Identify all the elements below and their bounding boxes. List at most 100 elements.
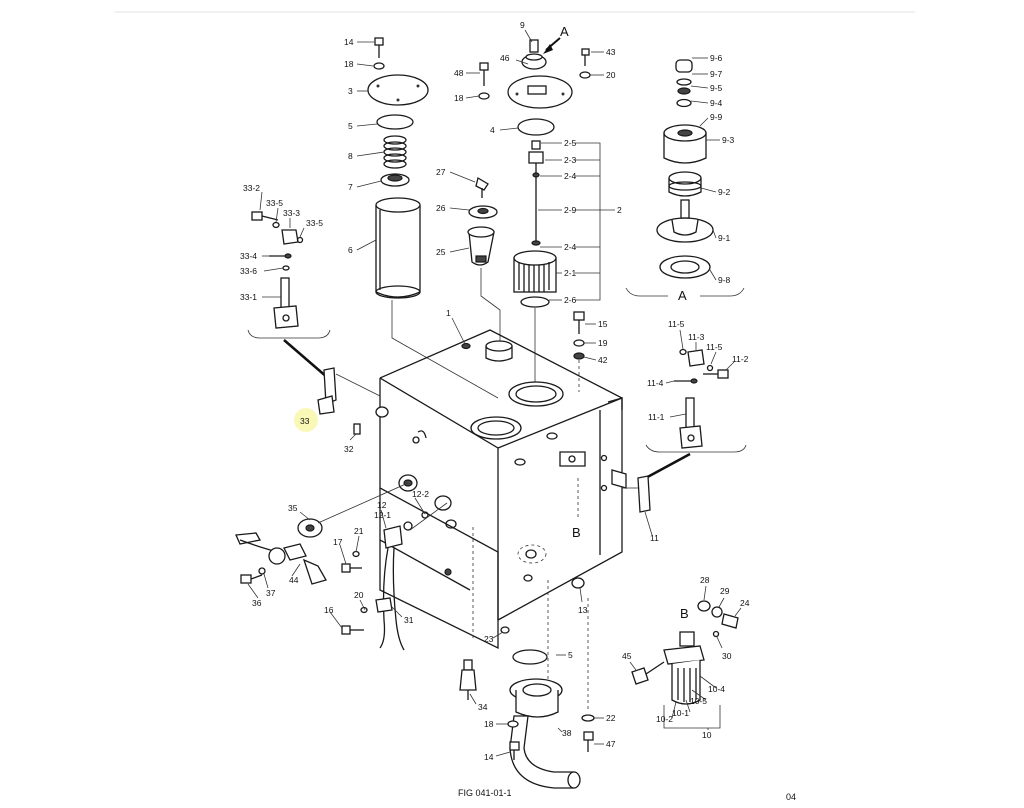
callout-11-2: 11-2 bbox=[732, 354, 749, 364]
callout-5: 5 bbox=[348, 121, 353, 131]
callout-10-4: 10-4 bbox=[708, 684, 725, 694]
filter-cover-assembly bbox=[367, 37, 499, 399]
callout-12-1: 12-1 bbox=[374, 510, 391, 520]
callout-34: 34 bbox=[478, 702, 488, 712]
callout-33-1: 33-1 bbox=[240, 292, 257, 302]
detail-a-label: A bbox=[678, 288, 687, 303]
callout-10-2: 10-2 bbox=[656, 714, 673, 724]
callout-10-1: 10-1 bbox=[672, 708, 689, 718]
callout-33-6: 33-6 bbox=[240, 266, 257, 276]
callout-13: 13 bbox=[578, 605, 588, 615]
callout-11-4: 11-4 bbox=[647, 378, 664, 388]
callout-7: 7 bbox=[348, 182, 353, 192]
callout-2-3: 2-3 bbox=[564, 155, 577, 165]
callout-9-4: 9-4 bbox=[710, 98, 723, 108]
callout-33-2: 33-2 bbox=[243, 183, 260, 193]
callout-17: 17 bbox=[333, 537, 343, 547]
callout-47: 47 bbox=[606, 739, 616, 749]
callout-18c: 18 bbox=[484, 719, 494, 729]
detail-b-filter bbox=[631, 600, 739, 729]
callout-33-3: 33-3 bbox=[283, 208, 300, 218]
detail-b-label: B bbox=[680, 606, 689, 621]
figure-label: FIG 041-01-1 bbox=[458, 788, 512, 798]
callout-35: 35 bbox=[288, 503, 298, 513]
callout-31: 31 bbox=[404, 615, 414, 625]
callout-33-5b: 33-5 bbox=[306, 218, 323, 228]
callout-9-2: 9-2 bbox=[718, 187, 731, 197]
callout-9: 9 bbox=[520, 20, 525, 30]
callout-1: 1 bbox=[446, 308, 451, 318]
callout-22: 22 bbox=[606, 713, 616, 723]
callout-8: 8 bbox=[348, 151, 353, 161]
level-switch-wiring bbox=[235, 482, 448, 651]
callout-15: 15 bbox=[598, 319, 608, 329]
level-gauge-parts bbox=[467, 176, 501, 344]
callout-9-6: 9-6 bbox=[710, 53, 723, 63]
callout-10: 10 bbox=[702, 730, 712, 740]
callout-5b: 5 bbox=[568, 650, 573, 660]
callout-2-4b: 2-4 bbox=[564, 242, 577, 252]
callout-2-4: 2-4 bbox=[564, 171, 577, 181]
callout-44: 44 bbox=[289, 575, 299, 585]
callout-18: 18 bbox=[344, 59, 354, 69]
callout-33: 33 bbox=[300, 416, 310, 426]
callout-14b: 14 bbox=[484, 752, 494, 762]
callout-6: 6 bbox=[348, 245, 353, 255]
callout-19: 19 bbox=[598, 338, 608, 348]
callout-12: 12 bbox=[377, 500, 387, 510]
callout-48: 48 bbox=[454, 68, 464, 78]
breather-cap-assembly bbox=[478, 37, 615, 390]
callout-2-9: 2-9 bbox=[564, 205, 577, 215]
callout-45: 45 bbox=[622, 651, 632, 661]
callout-2-1: 2-1 bbox=[564, 268, 577, 278]
callout-23: 23 bbox=[484, 634, 494, 644]
detail-a-breather bbox=[625, 59, 745, 297]
callout-2-5: 2-5 bbox=[564, 138, 577, 148]
callout-10-5: 10-5 bbox=[690, 696, 707, 706]
callout-26: 26 bbox=[436, 203, 446, 213]
callout-3: 3 bbox=[348, 86, 353, 96]
callout-11-5: 11-5 bbox=[668, 319, 685, 329]
callout-37: 37 bbox=[266, 588, 276, 598]
callout-11-3: 11-3 bbox=[688, 332, 705, 342]
callout-9-5: 9-5 bbox=[710, 83, 723, 93]
callout-14: 14 bbox=[344, 37, 354, 47]
suction-pipe-assembly bbox=[459, 626, 595, 789]
detail-33-fitting bbox=[247, 211, 331, 379]
callout-labels: 14 18 3 5 8 7 6 9 A 43 20 46 48 18 4 2-5… bbox=[240, 20, 750, 762]
callout-20: 20 bbox=[606, 70, 616, 80]
detail-b-ref-label: B bbox=[572, 525, 581, 540]
callout-28: 28 bbox=[700, 575, 710, 585]
view-a-arrow-label: A bbox=[560, 24, 569, 39]
callout-29: 29 bbox=[720, 586, 730, 596]
callout-20b: 20 bbox=[354, 590, 364, 600]
callout-43: 43 bbox=[606, 47, 616, 57]
callout-4: 4 bbox=[490, 125, 495, 135]
callout-46: 46 bbox=[500, 53, 510, 63]
callout-33-5: 33-5 bbox=[266, 198, 283, 208]
hydraulic-tank bbox=[375, 329, 638, 712]
callout-9-8: 9-8 bbox=[718, 275, 731, 285]
part-33-fitting bbox=[317, 367, 381, 435]
callout-36: 36 bbox=[252, 598, 262, 608]
callout-9-1: 9-1 bbox=[718, 233, 731, 243]
bolt-15-assembly bbox=[573, 311, 585, 392]
callout-38: 38 bbox=[562, 728, 572, 738]
callout-30: 30 bbox=[722, 651, 732, 661]
callout-27: 27 bbox=[436, 167, 446, 177]
callout-42: 42 bbox=[598, 355, 608, 365]
callout-12-2: 12-2 bbox=[412, 489, 429, 499]
callout-9-7: 9-7 bbox=[710, 69, 723, 79]
callout-25: 25 bbox=[436, 247, 446, 257]
detail-11-fitting bbox=[637, 348, 747, 513]
callout-11-5b: 11-5 bbox=[706, 342, 723, 352]
callout-11-1: 11-1 bbox=[648, 412, 665, 422]
callout-11: 11 bbox=[650, 533, 659, 543]
page-number: 04 bbox=[786, 792, 796, 802]
callout-9-9: 9-9 bbox=[710, 112, 723, 122]
callout-2-6: 2-6 bbox=[564, 295, 577, 305]
callout-21: 21 bbox=[354, 526, 364, 536]
callout-33-4: 33-4 bbox=[240, 251, 257, 261]
